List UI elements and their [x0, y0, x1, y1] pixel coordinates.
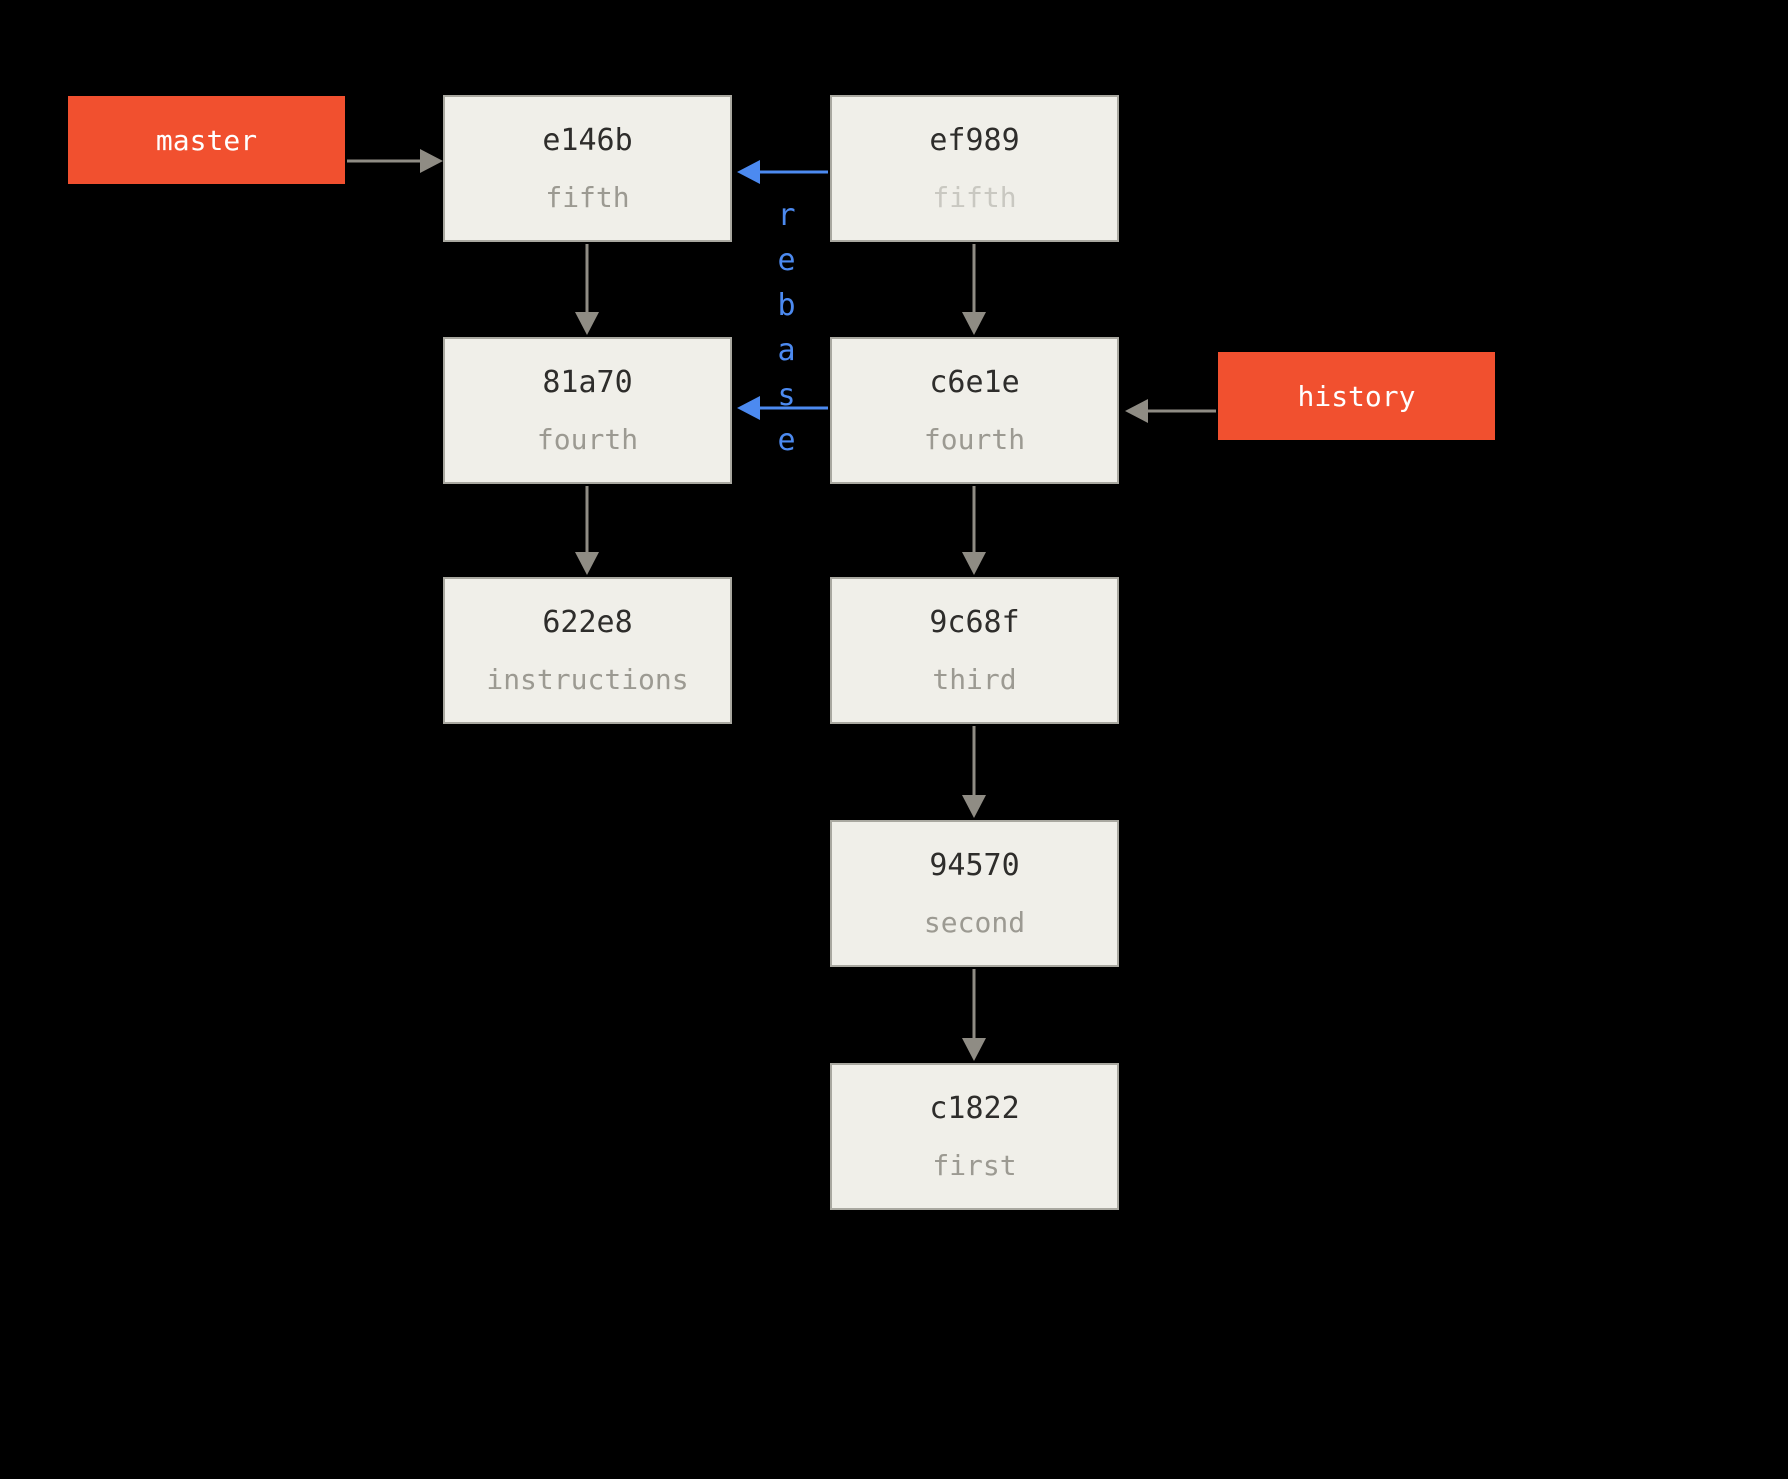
commit-message: fifth [545, 180, 630, 214]
commit-message: fourth [923, 422, 1026, 456]
commit-node-c6e1e: c6e1e fourth [830, 337, 1119, 484]
branch-label-master-text: master [155, 123, 258, 157]
branch-label-master: master [68, 96, 345, 184]
arrowhead-94570-to-c1822 [962, 1038, 986, 1061]
commit-message: fourth [536, 422, 639, 456]
commit-id: 9c68f [929, 604, 1020, 640]
commit-message: second [923, 905, 1026, 939]
branch-label-history-text: history [1297, 379, 1416, 413]
arrowhead-ef989-to-c6e1e [962, 312, 986, 335]
rebase-arrowhead-c6e1e-to-81a70 [737, 396, 760, 420]
commit-message: fifth [932, 180, 1017, 214]
commit-node-c1822: c1822 first [830, 1063, 1119, 1210]
commit-id: 622e8 [542, 604, 633, 640]
commit-node-622e8: 622e8 instructions [443, 577, 732, 724]
branch-label-history: history [1218, 352, 1495, 440]
commit-node-ef989: ef989 fifth [830, 95, 1119, 242]
arrowhead-history-to-c6e1e [1125, 399, 1148, 423]
arrowhead-c6e1e-to-9c68f [962, 552, 986, 575]
rebase-label: rebase [769, 198, 804, 468]
arrowhead-e146b-to-81a70 [575, 312, 599, 335]
commit-id: 94570 [929, 847, 1020, 883]
commit-id: c1822 [929, 1090, 1020, 1126]
commit-id: e146b [542, 122, 633, 158]
commit-node-94570: 94570 second [830, 820, 1119, 967]
commit-message: first [932, 1148, 1017, 1182]
arrowhead-9c68f-to-94570 [962, 795, 986, 818]
commit-message: third [932, 662, 1017, 696]
arrowhead-81a70-to-622e8 [575, 552, 599, 575]
commit-message: instructions [486, 662, 689, 696]
arrowhead-master-to-e146b [420, 149, 443, 173]
commit-node-e146b: e146b fifth [443, 95, 732, 242]
commit-id: c6e1e [929, 364, 1020, 400]
commit-id: ef989 [929, 122, 1020, 158]
commit-node-81a70: 81a70 fourth [443, 337, 732, 484]
commit-id: 81a70 [542, 364, 633, 400]
rebase-arrowhead-ef989-to-e146b [737, 160, 760, 184]
commit-node-9c68f: 9c68f third [830, 577, 1119, 724]
